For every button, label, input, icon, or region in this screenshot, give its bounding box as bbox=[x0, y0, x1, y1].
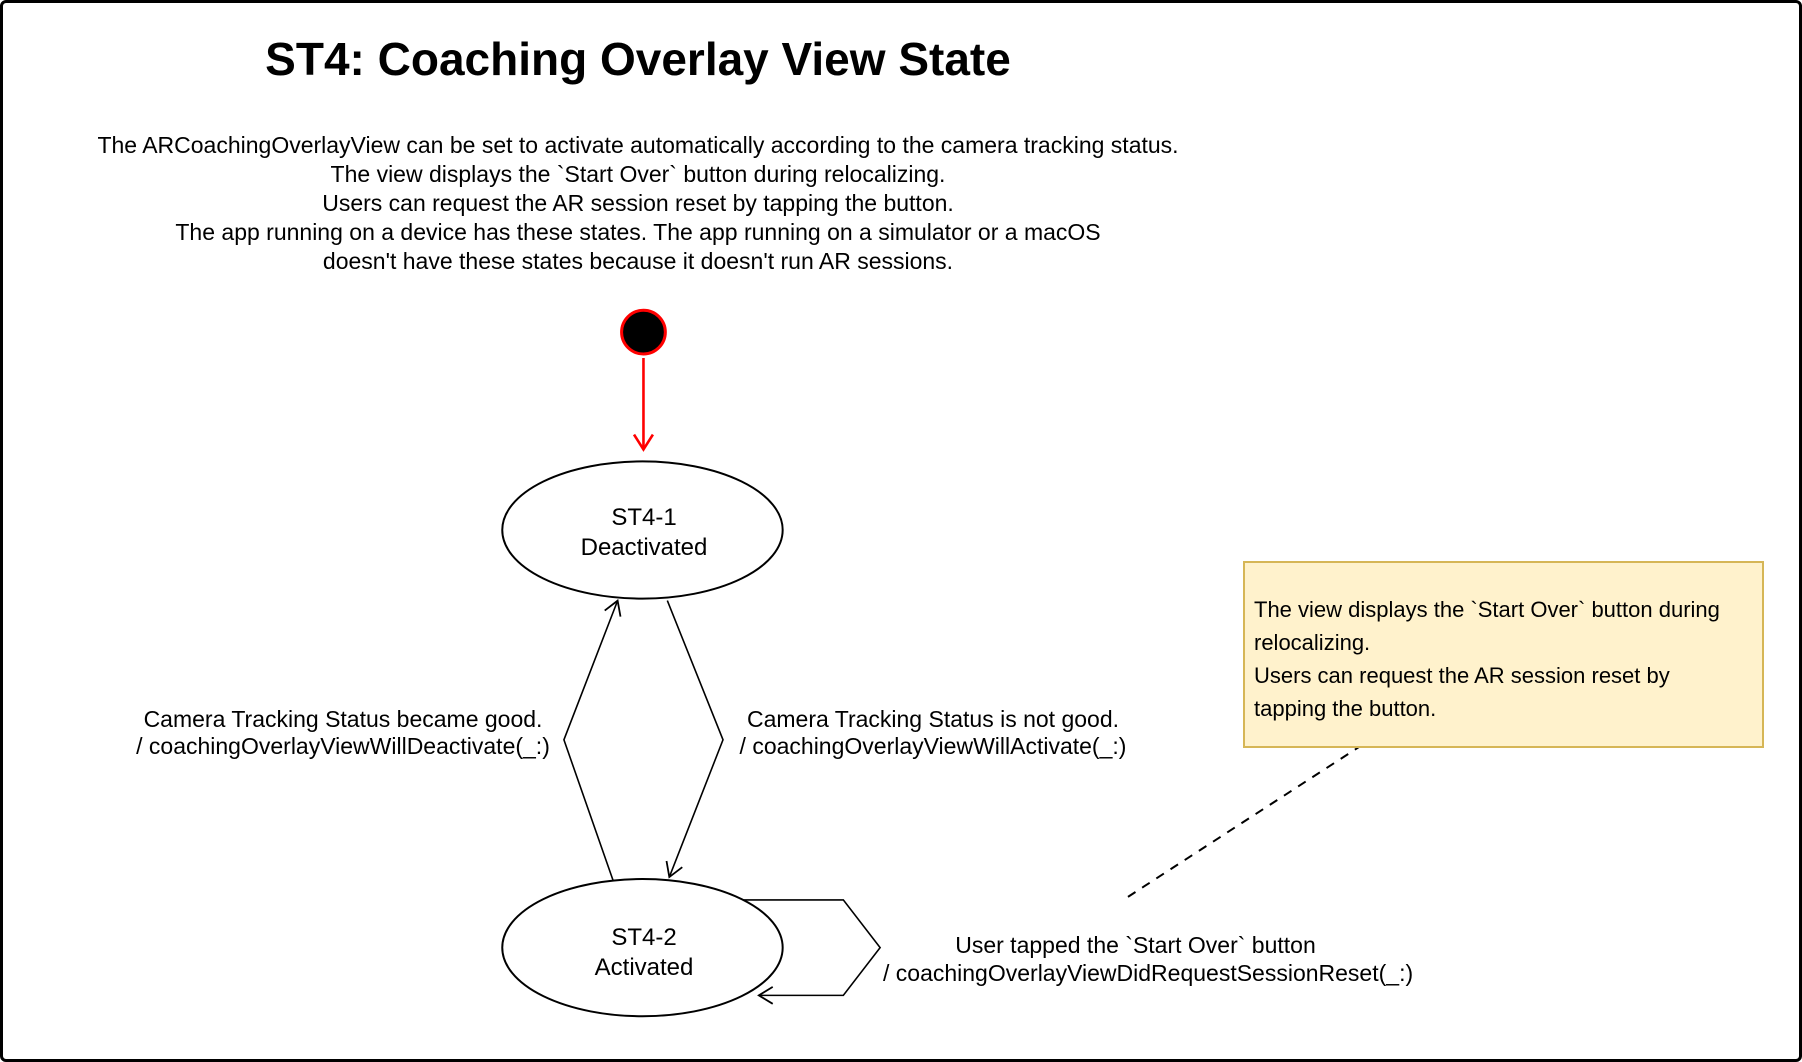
description-line: Users can request the AR session reset b… bbox=[322, 190, 954, 216]
transition-event: User tapped the `Start Over` button bbox=[955, 932, 1316, 958]
transition-label-session-reset: User tapped the `Start Over` button / co… bbox=[883, 931, 1414, 987]
transition-to-deactivated-line bbox=[563, 598, 622, 883]
state-name: ST4-2 bbox=[611, 924, 677, 951]
transition-to-activated-line bbox=[665, 600, 724, 879]
transition-action: / coachingOverlayViewWillDeactivate(_:) bbox=[136, 733, 550, 759]
note-box: The view displays the `Start Over` butto… bbox=[1243, 561, 1764, 748]
note-line: The view displays the `Start Over` butto… bbox=[1254, 597, 1720, 622]
initial-state-dot bbox=[620, 308, 667, 356]
transition-label-will-deactivate: Camera Tracking Status became good. / co… bbox=[93, 706, 593, 760]
note-line: tapping the button. bbox=[1254, 696, 1437, 721]
state-st4-1-label: ST4-1 Deactivated bbox=[504, 503, 784, 563]
note-connector-line bbox=[1121, 743, 1363, 902]
transition-event: Camera Tracking Status became good. bbox=[143, 706, 543, 732]
description-line: The view displays the `Start Over` butto… bbox=[330, 161, 946, 187]
transition-label-will-activate: Camera Tracking Status is not good. / co… bbox=[683, 706, 1183, 760]
state-st4-1-shape bbox=[501, 460, 784, 600]
transition-action: / coachingOverlayViewWillActivate(_:) bbox=[739, 733, 1127, 759]
note-line: relocalizing. bbox=[1254, 630, 1371, 655]
header: ST4: Coaching Overlay View State The ARC… bbox=[63, 33, 1213, 276]
self-transition-loop bbox=[721, 899, 882, 1005]
state-caption: Deactivated bbox=[580, 534, 708, 561]
description-line: doesn't have these states because it doe… bbox=[322, 248, 954, 274]
state-st4-2-shape bbox=[501, 878, 784, 1018]
state-name: ST4-1 bbox=[611, 504, 677, 531]
description-line: The ARCoachingOverlayView can be set to … bbox=[97, 132, 1179, 158]
diagram-description: The ARCoachingOverlayView can be set to … bbox=[63, 131, 1213, 276]
state-diagram bbox=[501, 308, 1363, 1018]
state-caption: Activated bbox=[594, 954, 694, 981]
page-title: ST4: Coaching Overlay View State bbox=[265, 33, 1011, 85]
note-line: Users can request the AR session reset b… bbox=[1254, 663, 1670, 688]
transition-event: Camera Tracking Status is not good. bbox=[746, 706, 1120, 732]
description-line: The app running on a device has these st… bbox=[175, 219, 1101, 245]
state-st4-2-label: ST4-2 Activated bbox=[504, 923, 784, 983]
transition-action: / coachingOverlayViewDidRequestSessionRe… bbox=[883, 960, 1414, 986]
